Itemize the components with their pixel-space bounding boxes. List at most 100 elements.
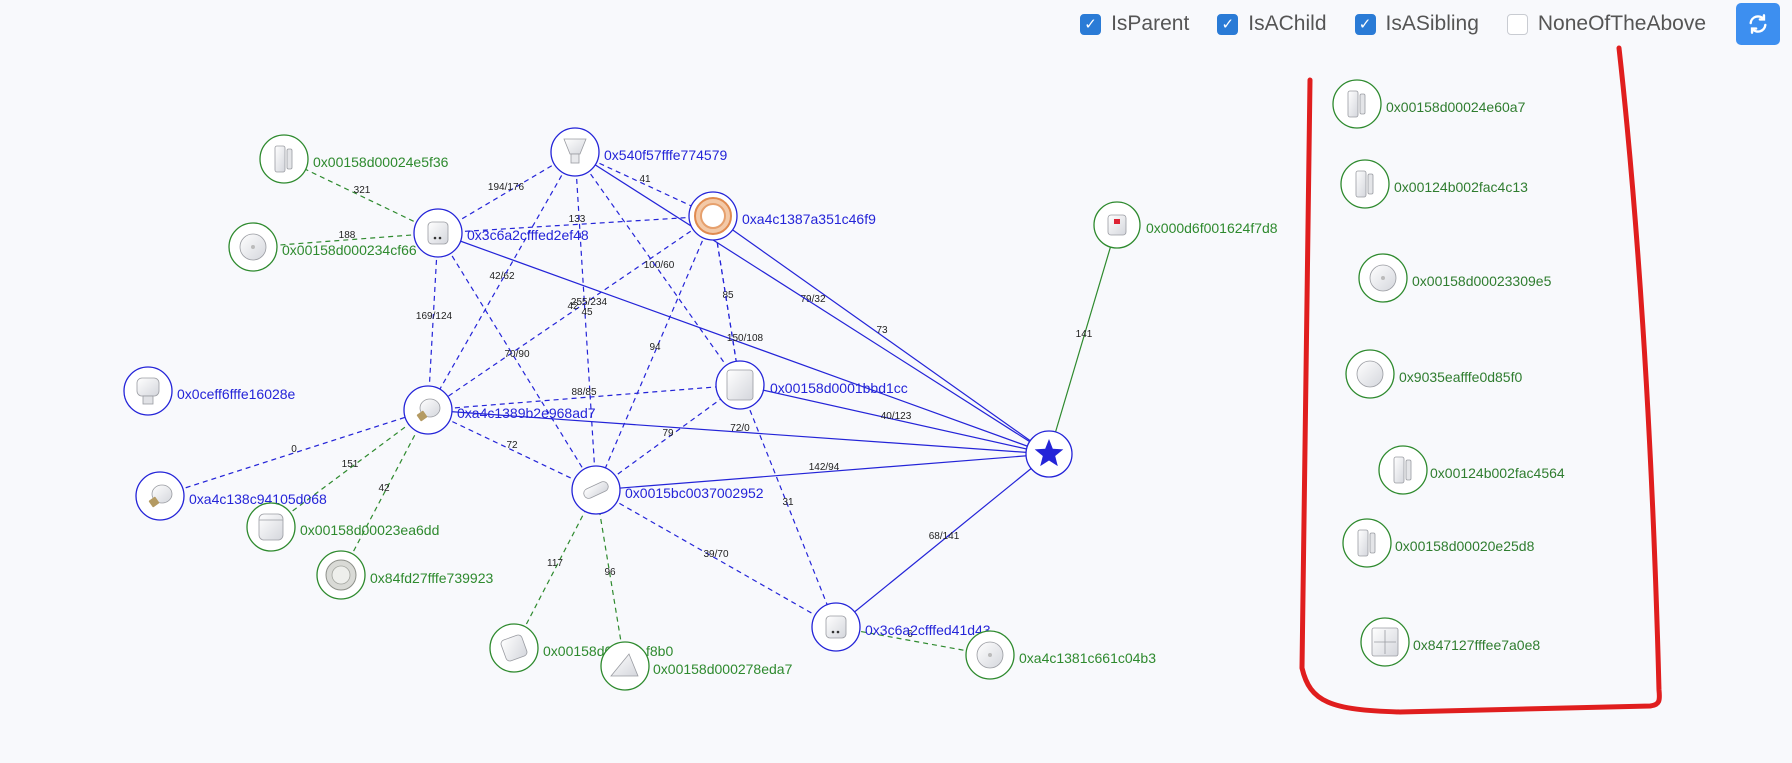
door-sensor-icon bbox=[274, 145, 293, 173]
isasibling-checkbox[interactable]: ✓ bbox=[1354, 13, 1376, 35]
edge-label: 39/70 bbox=[703, 549, 728, 560]
device-node[interactable] bbox=[489, 623, 539, 673]
unconnected-label: 0x00158d00020e25d8 bbox=[1395, 538, 1535, 554]
unconnected-device[interactable] bbox=[1360, 617, 1410, 667]
edge-link bbox=[574, 151, 597, 491]
edge-link bbox=[427, 215, 714, 411]
edge-label: 100/60 bbox=[644, 260, 675, 271]
edge-label: 72 bbox=[506, 440, 518, 451]
bulb-icon bbox=[416, 398, 441, 422]
device-node[interactable] bbox=[965, 630, 1015, 680]
node-label: f8b0 bbox=[646, 643, 673, 659]
device-node[interactable] bbox=[246, 502, 296, 552]
unconnected-device[interactable] bbox=[1332, 79, 1382, 129]
device-node[interactable] bbox=[259, 134, 309, 184]
device-node[interactable] bbox=[413, 208, 463, 258]
edge-link bbox=[595, 489, 626, 667]
device-node[interactable] bbox=[403, 385, 453, 435]
edge-link bbox=[835, 453, 1050, 628]
edge-label: 188 bbox=[339, 230, 356, 241]
motion-sensor-icon bbox=[136, 377, 160, 405]
star-icon bbox=[1034, 439, 1064, 467]
wall-switch-icon bbox=[1371, 627, 1399, 657]
round-button-icon bbox=[239, 233, 267, 261]
device-node[interactable] bbox=[123, 366, 173, 416]
edge-label: 194/176 bbox=[488, 182, 525, 193]
device-node[interactable] bbox=[571, 465, 621, 515]
edge-label: 117 bbox=[547, 558, 563, 569]
edge-link bbox=[427, 409, 1050, 455]
door-sensor-icon bbox=[1347, 90, 1366, 118]
unconnected-label: 0x00158d00023309e5 bbox=[1412, 273, 1552, 289]
speaker-icon bbox=[325, 559, 357, 591]
edge-link bbox=[437, 232, 1050, 455]
node-label: 0x84fd27fffe739923 bbox=[370, 570, 493, 586]
smart-plug-icon bbox=[1107, 214, 1127, 236]
edge-link bbox=[595, 384, 741, 491]
edge-link bbox=[427, 384, 741, 411]
node-label: 0xa4c1389b2e968ad7 bbox=[457, 405, 596, 421]
noneoftheabove-checkbox[interactable] bbox=[1506, 13, 1528, 35]
isparent-label: IsParent bbox=[1111, 12, 1190, 35]
edge-link bbox=[252, 232, 439, 248]
edge-link bbox=[437, 232, 597, 491]
filter-isasibling[interactable]: ✓ IsASibling bbox=[1354, 12, 1479, 36]
node-label: 0x00158d000278eda7 bbox=[653, 661, 793, 677]
node-label: 0xa4c1387a351c46f9 bbox=[742, 211, 876, 227]
device-node[interactable] bbox=[600, 641, 650, 691]
node-label: 0x3c6a2cfffed2ef48 bbox=[467, 227, 589, 243]
device-node[interactable] bbox=[811, 602, 861, 652]
node-label: 0x000d6f001624f7d8 bbox=[1146, 220, 1278, 236]
edge-link bbox=[283, 158, 439, 234]
device-node[interactable] bbox=[688, 191, 738, 241]
cube-icon bbox=[500, 634, 528, 662]
device-node[interactable] bbox=[228, 222, 278, 272]
edge-label: 321 bbox=[354, 185, 371, 196]
isachild-checkbox[interactable]: ✓ bbox=[1217, 13, 1239, 35]
unconnected-device[interactable] bbox=[1345, 349, 1395, 399]
unconnected-device[interactable] bbox=[1378, 445, 1428, 495]
filter-isparent[interactable]: ✓ IsParent bbox=[1080, 12, 1189, 36]
device-node[interactable] bbox=[715, 360, 765, 410]
edge-label: 133 bbox=[569, 214, 586, 225]
unconnected-label: 0x847127fffee7a0e8 bbox=[1413, 637, 1540, 653]
node-label: 0x3c6a2cfffed41d43 bbox=[865, 622, 991, 638]
unconnected-device[interactable] bbox=[1340, 159, 1390, 209]
cylinder-sensor-icon bbox=[258, 513, 284, 541]
node-label: 0xa4c1381c661c04b3 bbox=[1019, 650, 1156, 666]
isparent-checkbox[interactable]: ✓ bbox=[1080, 13, 1102, 35]
node-label: 0x00158d00023ea6dd bbox=[300, 522, 439, 538]
unconnected-device[interactable] bbox=[1358, 253, 1408, 303]
edge-link bbox=[595, 215, 714, 491]
node-label: 0x00158d000234cf66 bbox=[282, 242, 417, 258]
edge-label: 96 bbox=[604, 567, 616, 578]
unconnected-label: 0x9035eafffe0d85f0 bbox=[1399, 369, 1522, 385]
filter-noneoftheabove[interactable]: NoneOfTheAbove bbox=[1506, 12, 1706, 36]
device-node[interactable] bbox=[135, 471, 185, 521]
edge-label: 255/234 bbox=[571, 297, 608, 308]
edge-link bbox=[1048, 224, 1118, 455]
unconnected-device[interactable] bbox=[1342, 518, 1392, 568]
edge-label: 142/94 bbox=[809, 462, 840, 473]
edge-link bbox=[574, 151, 714, 217]
router-plug-icon bbox=[427, 221, 449, 245]
unconnected-label: 0x00124b002fac4c13 bbox=[1394, 179, 1528, 195]
edge-label: 73 bbox=[876, 325, 888, 336]
unconnected-label: 0x00124b002fac4564 bbox=[1430, 465, 1565, 481]
device-node[interactable] bbox=[1025, 430, 1073, 478]
device-node[interactable] bbox=[550, 127, 600, 177]
edge-label: 70/90 bbox=[504, 349, 529, 360]
edge-link bbox=[712, 215, 1050, 455]
isachild-label: IsAChild bbox=[1248, 12, 1327, 35]
edge-label: 45 bbox=[581, 307, 593, 318]
edge-label: 141 bbox=[1076, 329, 1093, 340]
device-node[interactable] bbox=[316, 550, 366, 600]
filter-isachild[interactable]: ✓ IsAChild bbox=[1217, 12, 1327, 36]
node-label: 0x0015bc0037002952 bbox=[625, 485, 764, 501]
refresh-button[interactable] bbox=[1736, 3, 1780, 45]
node-label: 0xa4c138c94105d068 bbox=[189, 491, 327, 507]
edge-label: 79/32 bbox=[800, 294, 825, 305]
edge-link bbox=[574, 151, 1050, 455]
edge-link bbox=[712, 215, 741, 386]
device-node[interactable] bbox=[1093, 201, 1141, 249]
